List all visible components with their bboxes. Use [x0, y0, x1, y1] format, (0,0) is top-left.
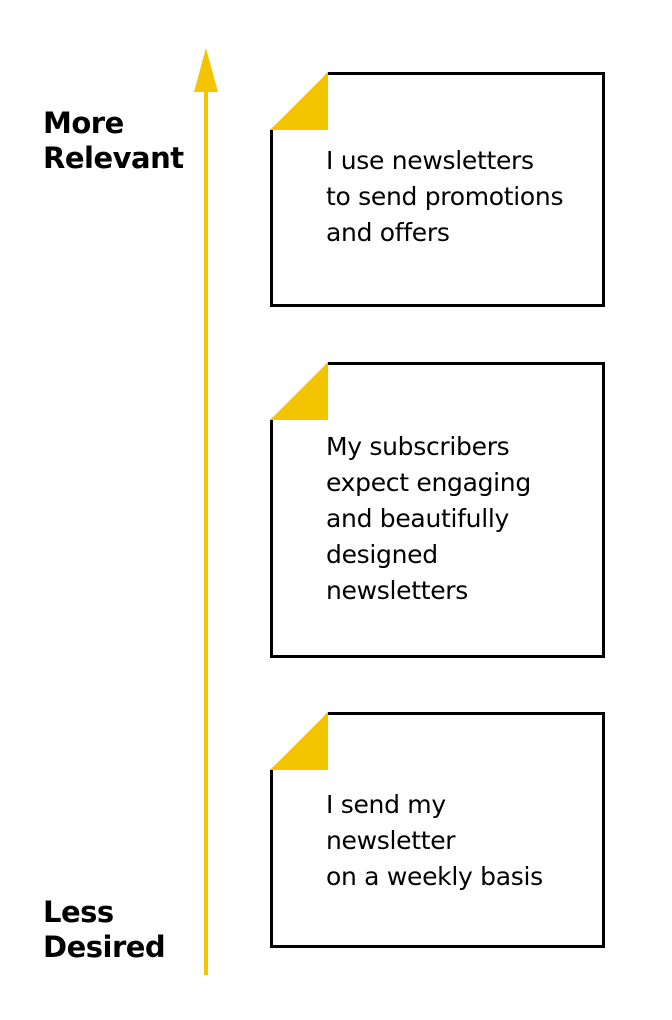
axis-arrowhead-icon	[194, 48, 218, 92]
statement-card: My subscribers expect engaging and beaut…	[270, 362, 605, 658]
statement-card-text: My subscribers expect engaging and beaut…	[326, 432, 531, 605]
axis-bottom-label-line1: Less	[43, 895, 114, 929]
statement-card: I use newsletters to send promotions and…	[270, 72, 605, 307]
folded-corner-icon	[270, 72, 328, 130]
folded-corner-icon	[270, 712, 328, 770]
statement-card-text: I send my newsletter on a weekly basis	[326, 790, 543, 891]
axis-bottom-label-line2: Desired	[43, 930, 166, 964]
statement-card: I send my newsletter on a weekly basis	[270, 712, 605, 948]
folded-corner-icon	[270, 362, 328, 420]
axis-top-label-line1: More	[43, 106, 124, 140]
axis-top-label: More Relevant	[43, 106, 184, 176]
statement-card-text: I use newsletters to send promotions and…	[326, 146, 564, 247]
axis-top-label-line2: Relevant	[43, 141, 184, 175]
axis-bottom-label: Less Desired	[43, 895, 166, 965]
